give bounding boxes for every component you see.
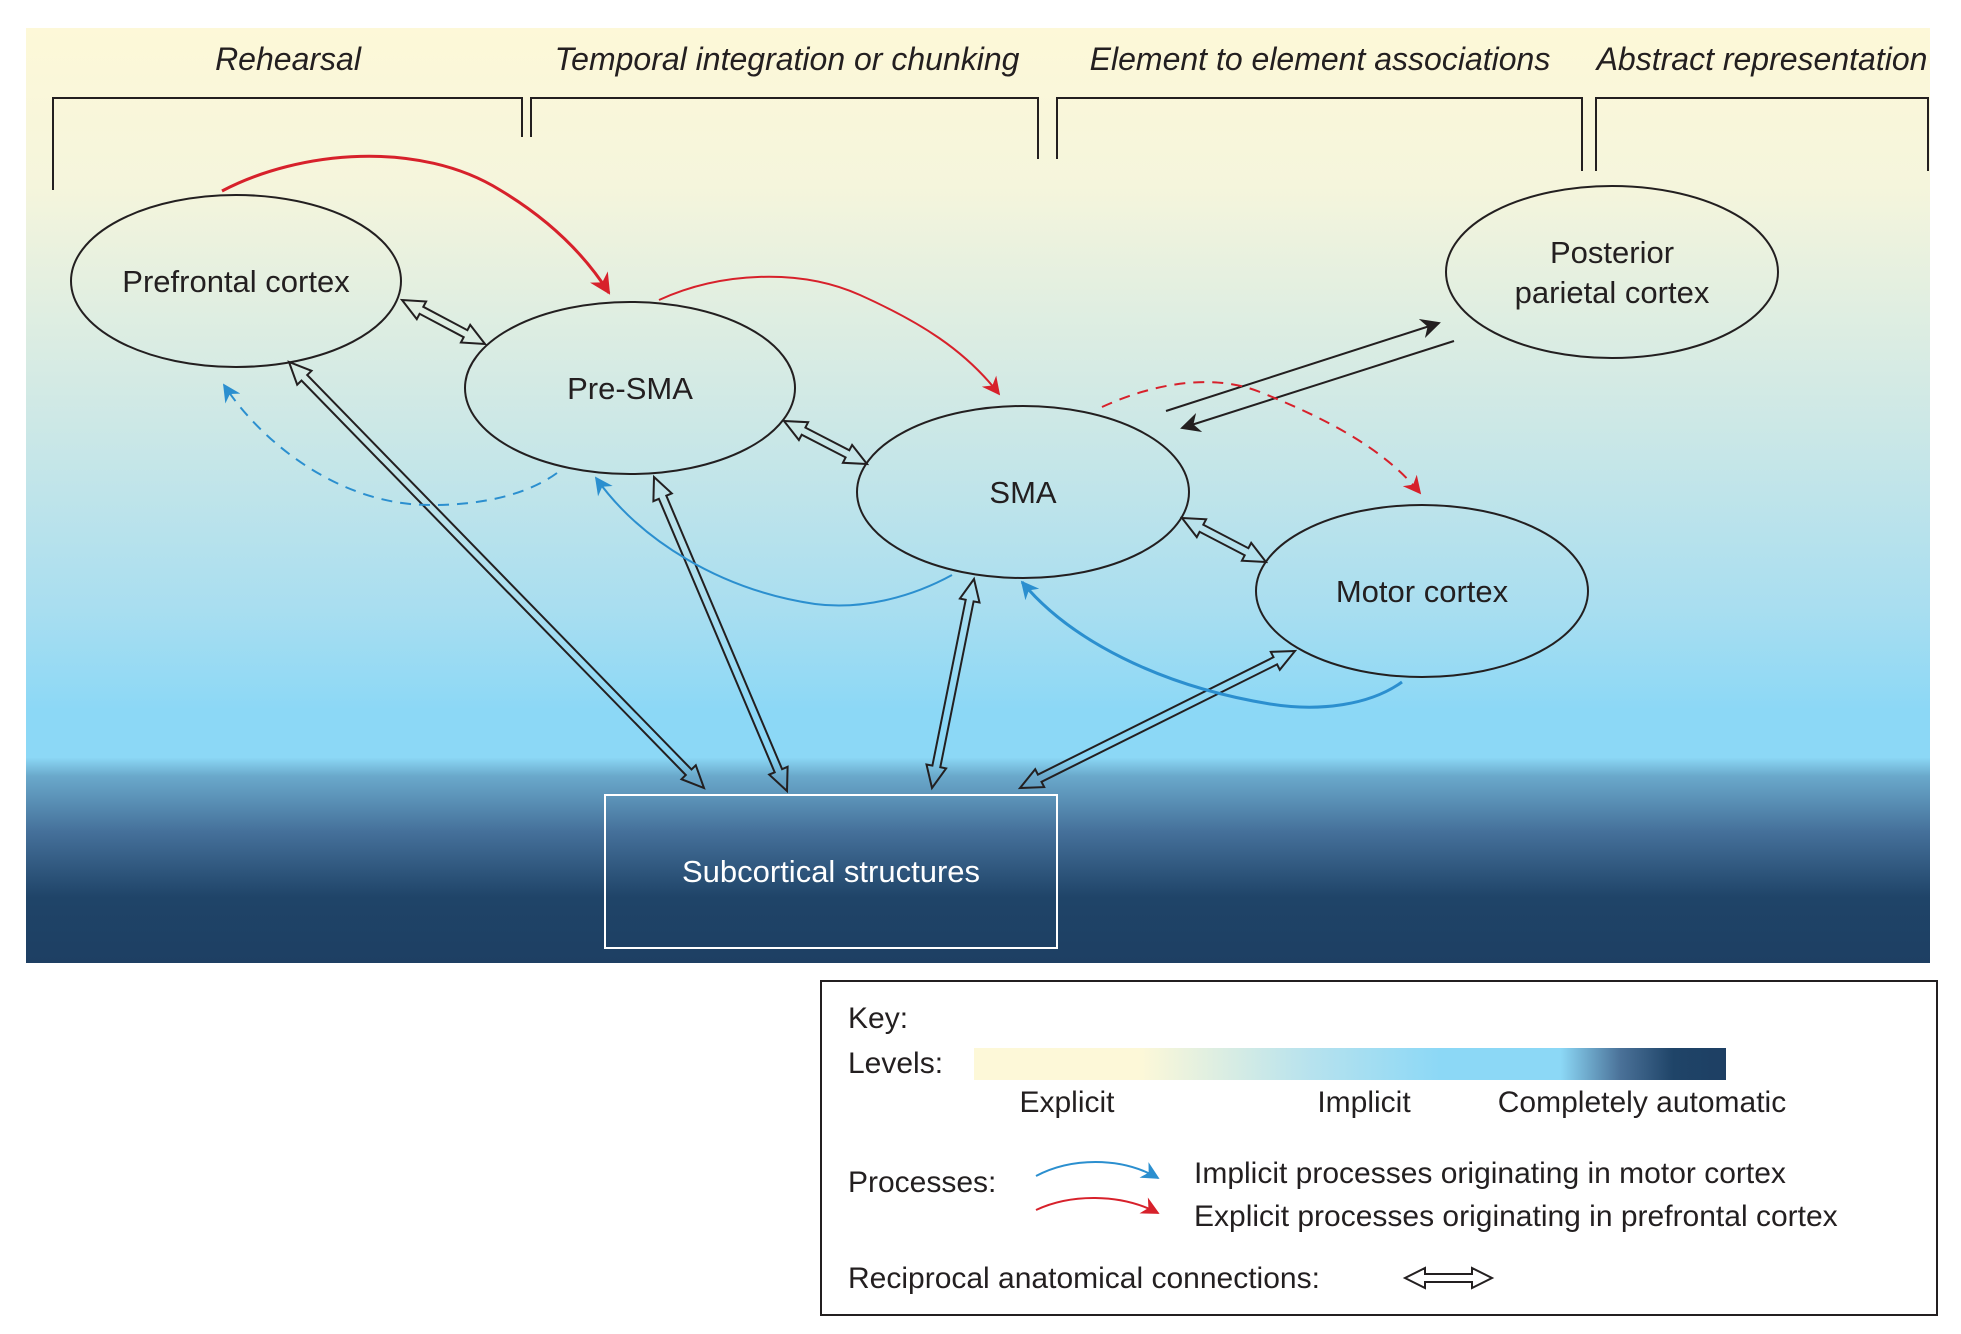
legend-explicit-arrow-icon	[1035, 1197, 1160, 1214]
phase-label-abstract-representation: Abstract representation	[1595, 41, 1928, 77]
reciprocal-arrow-prefrontal-subcortical	[287, 360, 706, 790]
node-sma: SMA	[856, 405, 1190, 579]
legend-explicit-process-label: Explicit processes originating in prefro…	[1194, 1200, 1838, 1233]
legend-level-explicit: Explicit	[1019, 1086, 1115, 1119]
phase-label-rehearsal: Rehearsal	[215, 41, 362, 77]
motor-cortex-ellipse	[1255, 504, 1589, 678]
node-pre-sma: Pre-SMA	[464, 301, 796, 475]
phase-label-element-associations: Element to element associations	[1090, 41, 1551, 77]
explicit-process-prefrontal-to-presma	[221, 154, 611, 295]
reciprocal-arrow-sma-subcortical	[925, 576, 981, 791]
explicit-process-presma-to-sma	[658, 275, 1001, 396]
sma-label: SMA	[989, 475, 1057, 510]
legend-implicit-process-label: Implicit processes originating in motor …	[1194, 1157, 1786, 1190]
sma-ellipse	[856, 405, 1190, 579]
legend-reciprocal-arrow-icon	[1402, 1266, 1495, 1290]
node-prefrontal-cortex: Prefrontal cortex	[70, 194, 402, 368]
phase-bracket-rehearsal	[52, 97, 523, 190]
legend-key-label: Key:	[848, 1002, 908, 1035]
legend-reciprocal-label: Reciprocal anatomical connections:	[848, 1262, 1320, 1295]
implicit-process-motor-to-sma	[1020, 580, 1403, 709]
posterior-parietal-ellipse	[1445, 185, 1779, 359]
node-motor-cortex: Motor cortex	[1255, 504, 1589, 678]
legend-levels-label: Levels:	[848, 1047, 943, 1080]
legend: Key: Levels: Explicit Implicit Completel…	[820, 980, 1938, 1316]
legend-level-automatic: Completely automatic	[1498, 1086, 1786, 1119]
prefrontal-cortex-label: Prefrontal cortex	[122, 264, 350, 299]
pre-sma-ellipse	[464, 301, 796, 475]
legend-hollow-double-arrow	[1402, 1266, 1495, 1290]
posterior-parietal-label-line2: parietal cortex	[1515, 275, 1710, 310]
arrow-posterior-parietal-to-sma	[1180, 340, 1455, 433]
legend-levels-gradient-bar	[974, 1048, 1726, 1080]
legend-box	[820, 980, 1938, 1316]
legend-level-implicit: Implicit	[1317, 1086, 1411, 1119]
reciprocal-arrow-pre-sma-subcortical	[652, 474, 789, 794]
pre-sma-label: Pre-SMA	[567, 371, 693, 406]
implicit-process-sma-to-presma	[594, 476, 953, 607]
subcortical-label: Subcortical structures	[682, 854, 980, 889]
legend-implicit-arrow-icon	[1035, 1161, 1160, 1179]
reciprocal-arrow-motor-subcortical	[1017, 649, 1298, 790]
implicit-process-presma-to-prefrontal-dashed	[223, 383, 558, 506]
levels-background	[26, 28, 1930, 963]
reciprocal-arrow-prefrontal-pre-sma	[399, 298, 488, 346]
posterior-parietal-label-line1: Posterior	[1550, 235, 1674, 270]
prefrontal-cortex-ellipse	[70, 194, 402, 368]
phase-bracket-temporal-integration	[530, 97, 1039, 159]
node-posterior-parietal-cortex: Posterior parietal cortex	[1445, 185, 1779, 359]
legend-processes-label: Processes:	[848, 1166, 996, 1199]
arrow-sma-to-posterior-parietal	[1165, 319, 1441, 412]
phase-bracket-abstract-representation	[1595, 97, 1929, 171]
subcortical-box	[604, 794, 1058, 949]
motor-cortex-label: Motor cortex	[1336, 574, 1509, 609]
node-subcortical-structures: Subcortical structures	[604, 794, 1058, 949]
phase-bracket-element-associations	[1056, 97, 1583, 171]
phase-label-temporal-integration: Temporal integration or chunking	[555, 41, 1020, 77]
